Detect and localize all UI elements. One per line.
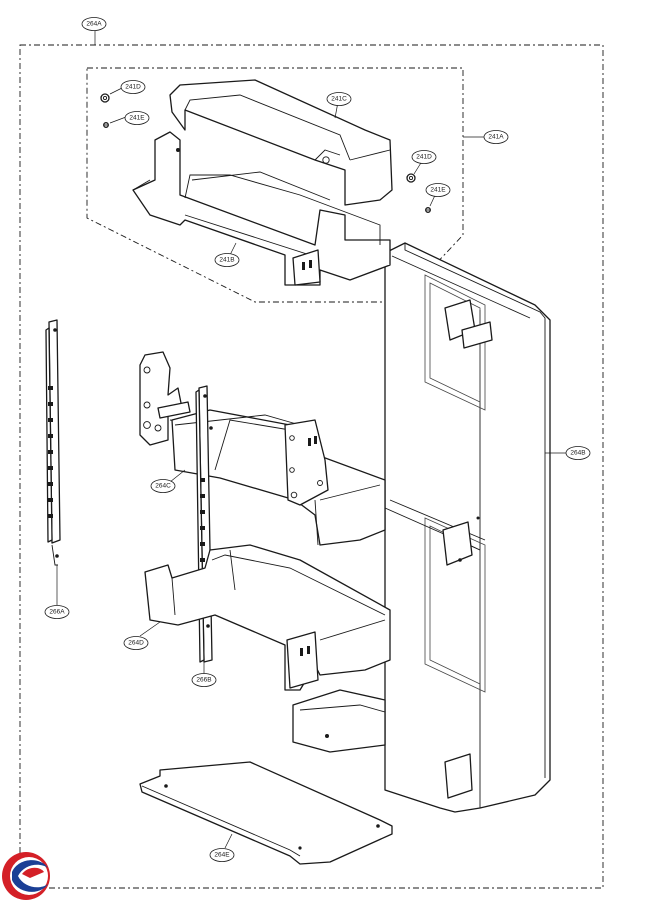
callout-241E-left: 241E (124, 111, 150, 125)
hinge-bracket-left (139, 351, 201, 446)
svg-text:264A: 264A (86, 21, 102, 28)
nut-241D-left (100, 93, 110, 103)
callout-264A: 264A (81, 17, 107, 31)
callout-266B: 266B (191, 673, 217, 687)
svg-text:264B: 264B (570, 450, 585, 457)
svg-text:241C: 241C (331, 96, 347, 103)
callout-241C: 241C (326, 92, 352, 106)
svg-text:264C: 264C (155, 483, 171, 490)
callout-264E: 264E (209, 848, 235, 862)
screw-241E-right (425, 207, 431, 213)
callout-241D-right: 241D (411, 150, 437, 164)
bottom-plate-264E (139, 761, 393, 865)
callout-264C: 264C (150, 479, 176, 493)
svg-text:266A: 266A (49, 609, 65, 616)
svg-text:241E: 241E (129, 115, 145, 122)
svg-text:241D: 241D (416, 154, 432, 161)
middle-basket-264C (171, 409, 386, 546)
svg-text:241D: 241D (125, 84, 141, 91)
side-rail-266A (45, 319, 61, 566)
nut-241D-right (406, 173, 416, 183)
side-rail-266B (195, 385, 213, 663)
svg-text:241A: 241A (488, 134, 504, 141)
svg-text:264E: 264E (214, 852, 230, 859)
callout-241D-left: 241D (120, 80, 146, 94)
callout-264D: 264D (123, 636, 149, 650)
lower-basket-264D (144, 544, 391, 691)
svg-text:264D: 264D (128, 640, 144, 647)
callout-266A: 266A (44, 605, 70, 619)
svg-text:241E: 241E (430, 187, 446, 194)
svg-text:241B: 241B (219, 257, 234, 264)
callout-241E-right: 241E (425, 183, 451, 197)
assembly-boundary-264A (19, 44, 604, 889)
brand-logo (2, 852, 50, 900)
upper-cover-241C (169, 79, 393, 206)
callout-241B: 241B (214, 253, 240, 267)
callout-241A: 241A (483, 130, 509, 144)
callout-264B: 264B (565, 446, 591, 460)
upper-basket-241B (132, 131, 391, 286)
svg-text:266B: 266B (196, 677, 211, 684)
screw-241E-left (103, 122, 109, 128)
